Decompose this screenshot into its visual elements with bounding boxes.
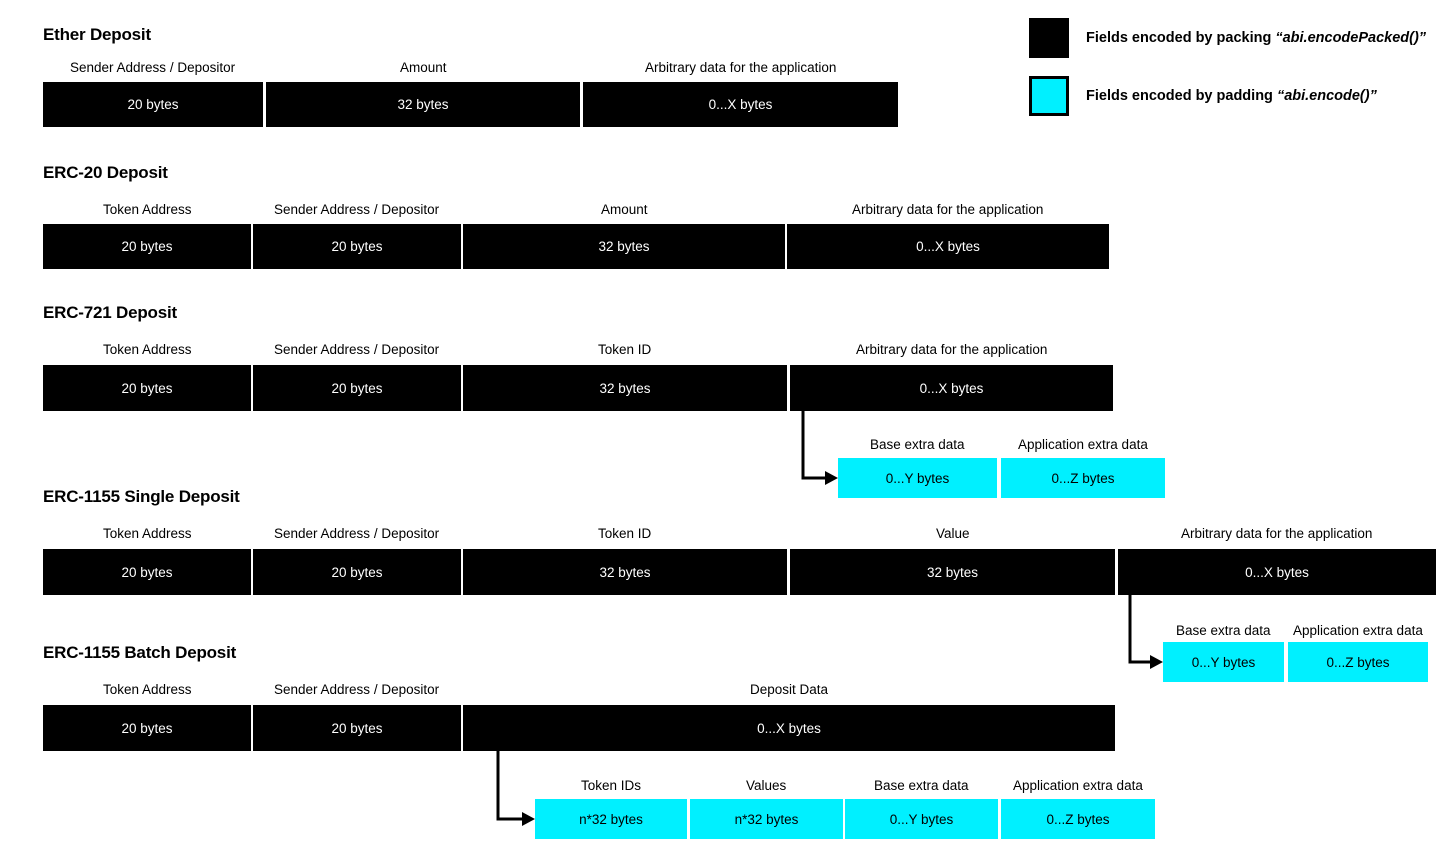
field-box-packed: 20 bytes [43,365,251,411]
field-label: Token ID [598,342,652,357]
arrowhead-icon [522,812,535,826]
field-label: Token Address [103,342,192,357]
field-box-packed: 32 bytes [463,549,787,595]
legend-swatch-padded-icon [1029,76,1069,116]
arrowhead-icon [825,471,838,485]
sub-field-box-padded: n*32 bytes [690,799,843,839]
field-label: Sender Address / Depositor [274,526,440,541]
legend-item-padded: Fields encoded by padding “abi.encode()” [1029,76,1429,116]
sub-field-box-padded: 0...Y bytes [845,799,998,839]
field-label: Deposit Data [750,682,829,697]
field-box-packed: 0...X bytes [463,705,1115,751]
legend-swatch-packed-icon [1029,18,1069,58]
section-title: Ether Deposit [43,25,151,44]
field-label: Sender Address / Depositor [274,682,440,697]
legend-label-code: “abi.encode()” [1276,88,1377,104]
sub-field-box-padded: 0...Z bytes [1001,458,1165,498]
legend-item-packed: Fields encoded by packing “abi.encodePac… [1029,18,1429,58]
sub-field-label: Base extra data [874,778,969,793]
sub-field-box-padded: 0...Z bytes [1288,642,1428,682]
legend-label-code: “abi.encodePacked()” [1275,30,1427,46]
sub-field-box-padded: 0...Y bytes [1163,642,1284,682]
field-box-packed: 32 bytes [790,549,1115,595]
field-label: Arbitrary data for the application [852,202,1044,217]
field-box-packed: 20 bytes [253,549,461,595]
sub-field-label: Application extra data [1293,623,1423,638]
field-label: Value [936,526,970,541]
field-box-packed: 32 bytes [266,82,580,127]
sub-field-label: Application extra data [1018,437,1148,452]
field-label: Amount [601,202,648,217]
field-label: Sender Address / Depositor [70,60,236,75]
field-box-packed: 20 bytes [43,705,251,751]
field-box-packed: 0...X bytes [1118,549,1436,595]
sub-field-label: Base extra data [870,437,965,452]
field-label: Amount [400,60,447,75]
legend-label: Fields encoded by padding “abi.encode()” [1086,88,1377,104]
field-label: Token Address [103,526,192,541]
field-label: Token ID [598,526,652,541]
field-label: Sender Address / Depositor [274,342,440,357]
sub-field-box-padded: 0...Y bytes [838,458,997,498]
legend-label-prefix: Fields encoded by padding [1086,88,1277,104]
section-title: ERC-721 Deposit [43,303,177,322]
sub-field-box-padded: n*32 bytes [535,799,687,839]
field-box-packed: 0...X bytes [790,365,1113,411]
field-box-packed: 20 bytes [43,549,251,595]
field-box-packed: 0...X bytes [583,82,898,127]
field-box-packed: 0...X bytes [787,224,1109,269]
sub-field-label: Application extra data [1013,778,1143,793]
legend: Fields encoded by packing “abi.encodePac… [1029,18,1429,134]
legend-label-prefix: Fields encoded by packing [1086,30,1276,46]
field-box-packed: 20 bytes [253,705,461,751]
sub-field-box-padded: 0...Z bytes [1001,799,1155,839]
section-title: ERC-1155 Batch Deposit [43,643,237,662]
section-title: ERC-20 Deposit [43,163,168,182]
field-box-packed: 20 bytes [253,365,461,411]
field-label: Sender Address / Depositor [274,202,440,217]
field-box-packed: 32 bytes [463,365,787,411]
field-box-packed: 20 bytes [253,224,461,269]
field-label: Arbitrary data for the application [1181,526,1373,541]
legend-label: Fields encoded by packing “abi.encodePac… [1086,30,1426,46]
sub-field-label: Base extra data [1176,623,1271,638]
field-label: Arbitrary data for the application [645,60,837,75]
field-box-packed: 32 bytes [463,224,785,269]
field-label: Token Address [103,202,192,217]
sub-field-label: Values [746,778,787,793]
field-label: Token Address [103,682,192,697]
arrowhead-icon [1150,655,1163,669]
field-label: Arbitrary data for the application [856,342,1048,357]
field-box-packed: 20 bytes [43,82,263,127]
section-title: ERC-1155 Single Deposit [43,487,240,506]
sub-field-label: Token IDs [581,778,642,793]
field-box-packed: 20 bytes [43,224,251,269]
